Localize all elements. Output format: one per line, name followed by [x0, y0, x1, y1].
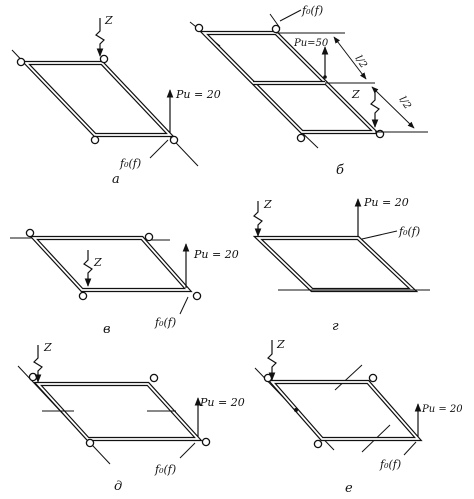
panel-e: Z Pи = 20 f₀(f) е: [254, 338, 463, 496]
support-node: [271, 24, 281, 34]
z-label: Z: [104, 14, 113, 27]
caption-e: е: [345, 481, 353, 496]
support-node: [28, 372, 38, 382]
support-node: [169, 135, 179, 145]
frame-outline: [252, 235, 419, 293]
support-node: [149, 373, 159, 383]
support-node: [90, 135, 100, 145]
p-label: Pи = 20: [175, 88, 221, 101]
z-label: Z: [43, 341, 52, 354]
support-node: [16, 57, 26, 67]
caption-v: в: [103, 322, 111, 337]
support-node: [192, 291, 202, 301]
z-label: Z: [263, 198, 272, 211]
caption-g: г: [332, 319, 339, 334]
z-load-arrow: [253, 201, 263, 237]
panel-d: Z Pи = 20 f₀(f) д: [17, 341, 245, 494]
z-load-arrow: [33, 345, 43, 383]
leader-line: [149, 139, 169, 159]
leader-line: [361, 230, 398, 240]
z-load-arrow: [370, 89, 380, 128]
caption-a: а: [112, 172, 120, 187]
p-label: Pи = 20: [193, 248, 239, 261]
p-label: Pи = 20: [363, 196, 409, 209]
caption-d: д: [114, 479, 122, 494]
f-label: f₀(f): [379, 458, 401, 471]
panel-v: Z Pи = 20 f₀(f) в: [10, 228, 239, 337]
support-node: [25, 228, 35, 238]
dim-label: l/2: [397, 95, 413, 112]
frame-outline: [21, 60, 175, 138]
z-label: Z: [351, 88, 360, 101]
z-load-arrow: [83, 250, 93, 287]
support-node: [194, 23, 204, 33]
support-node: [368, 373, 378, 383]
leader-line: [179, 442, 196, 459]
support-node: [375, 129, 385, 139]
p-label: Pи = 20: [199, 396, 245, 409]
support-node: [296, 133, 306, 143]
dim-label: l/2: [353, 54, 369, 71]
f-label: f₀(f): [301, 4, 323, 17]
z-label: Z: [276, 338, 285, 351]
panel-b: f₀(f) Pи=50 Z l/2 l/2 б: [189, 4, 428, 178]
support-node: [263, 373, 273, 383]
dimension-line: [371, 86, 415, 129]
panel-g: Z Pи = 20 f₀(f) г: [252, 196, 430, 334]
f-label: f₀(f): [154, 463, 176, 476]
p-label: Pи = 20: [421, 404, 463, 415]
f-label: f₀(f): [398, 225, 420, 238]
support-node: [313, 439, 323, 449]
support-node: [201, 437, 211, 447]
f-label: f₀(f): [119, 157, 141, 170]
load-point: [294, 408, 298, 412]
panel-a: Z Pи = 20 f₀(f) а: [11, 14, 221, 187]
frame-outline: [267, 379, 423, 442]
leader-line: [279, 9, 302, 22]
f-label: f₀(f): [154, 316, 176, 329]
p-label: Pи=50: [293, 38, 329, 49]
z-load-arrow: [267, 340, 277, 381]
support-node: [144, 232, 154, 242]
caption-b: б: [336, 163, 344, 178]
support-node: [85, 438, 95, 448]
section-line: [334, 364, 363, 391]
leader-line: [403, 441, 417, 456]
support-node: [78, 291, 88, 301]
z-load-arrow: [95, 18, 105, 57]
z-label: Z: [93, 256, 102, 269]
dimension-line: [333, 36, 367, 80]
leader-line: [179, 296, 189, 315]
support-node: [99, 54, 109, 64]
